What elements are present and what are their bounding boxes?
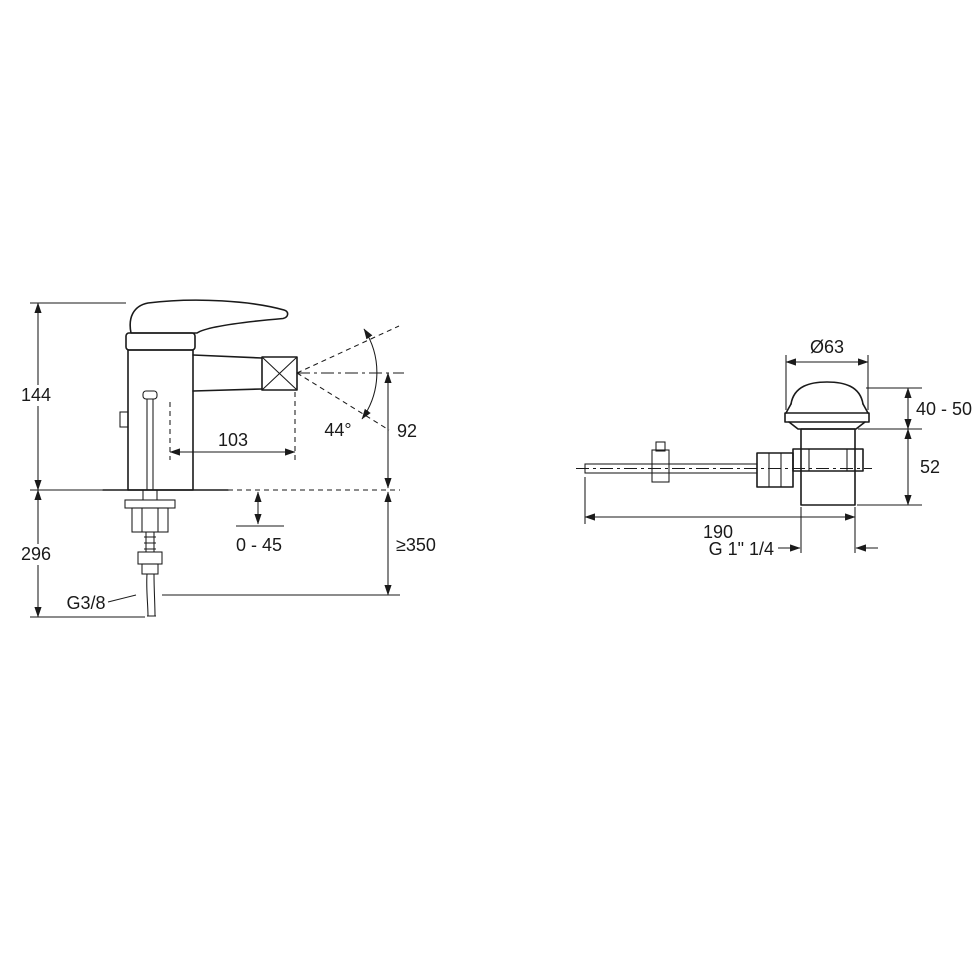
dim-spray-angle-label: 44°	[324, 420, 351, 440]
faucet-handle-base	[125, 332, 196, 351]
spray-cone-rays	[296, 325, 400, 431]
dim-adjust-range-label: 40 - 50	[916, 399, 972, 419]
faucet-body	[127, 349, 194, 491]
dim-body-height-label: 52	[920, 457, 940, 477]
aerator-hatch	[261, 356, 298, 391]
dim-total-height-label: 144	[21, 385, 51, 405]
rod-clamp-knob	[655, 441, 666, 452]
popup-rod	[146, 399, 154, 490]
dim-spout-height-label: 92	[397, 421, 417, 441]
hose-fitting-neck	[141, 563, 159, 575]
dim-hose-min-label: ≥350	[396, 535, 436, 555]
ext-lines-144	[30, 302, 126, 491]
faucet-dimensions: 144 296 103 44° 92 0 - 45 ≥350 G3/8	[13, 302, 436, 618]
dim-deck-thickness-label: 0 - 45	[236, 535, 282, 555]
dim-rod-length-label: 190	[703, 522, 733, 542]
spray-angle-arc	[361, 328, 378, 420]
drain-collar-facets	[808, 449, 848, 471]
body-side-detail	[119, 411, 129, 428]
drain-cap-dome	[790, 381, 864, 405]
drain-cap-flare	[785, 403, 869, 414]
drain-body	[800, 428, 856, 506]
drain-flange-taper	[788, 421, 866, 430]
mounting-washer	[124, 499, 176, 509]
rod-clamp	[651, 449, 670, 483]
drain-collar-nut	[792, 448, 864, 472]
faucet-handle	[129, 299, 289, 334]
drain-view	[576, 381, 872, 506]
drain-dimensions: Ø63 40 - 50 52 190 G 1" 1/4	[584, 337, 972, 559]
inlet-thread-leader	[107, 594, 137, 603]
rod-coupling-facets	[768, 453, 782, 487]
dim-flange-diameter-label: Ø63	[810, 337, 844, 357]
dim-under-deck-label: 296	[21, 544, 51, 564]
threaded-stud	[144, 532, 156, 552]
mounting-nut	[131, 507, 169, 533]
rod-coupling-nut	[756, 452, 794, 488]
faucet-view	[102, 299, 298, 617]
outlet-thread-label: G 1" 1/4	[709, 539, 774, 559]
inlet-thread-label: G3/8	[66, 593, 105, 613]
popup-rod-knob	[142, 390, 158, 400]
mounting-nut-facets	[141, 508, 159, 532]
faucet-spout	[192, 354, 263, 392]
drain-flange	[784, 412, 870, 423]
dim-spout-reach-label: 103	[218, 430, 248, 450]
supply-hose	[146, 573, 156, 617]
hose-fitting	[137, 551, 163, 565]
mounting-shank	[142, 490, 158, 500]
